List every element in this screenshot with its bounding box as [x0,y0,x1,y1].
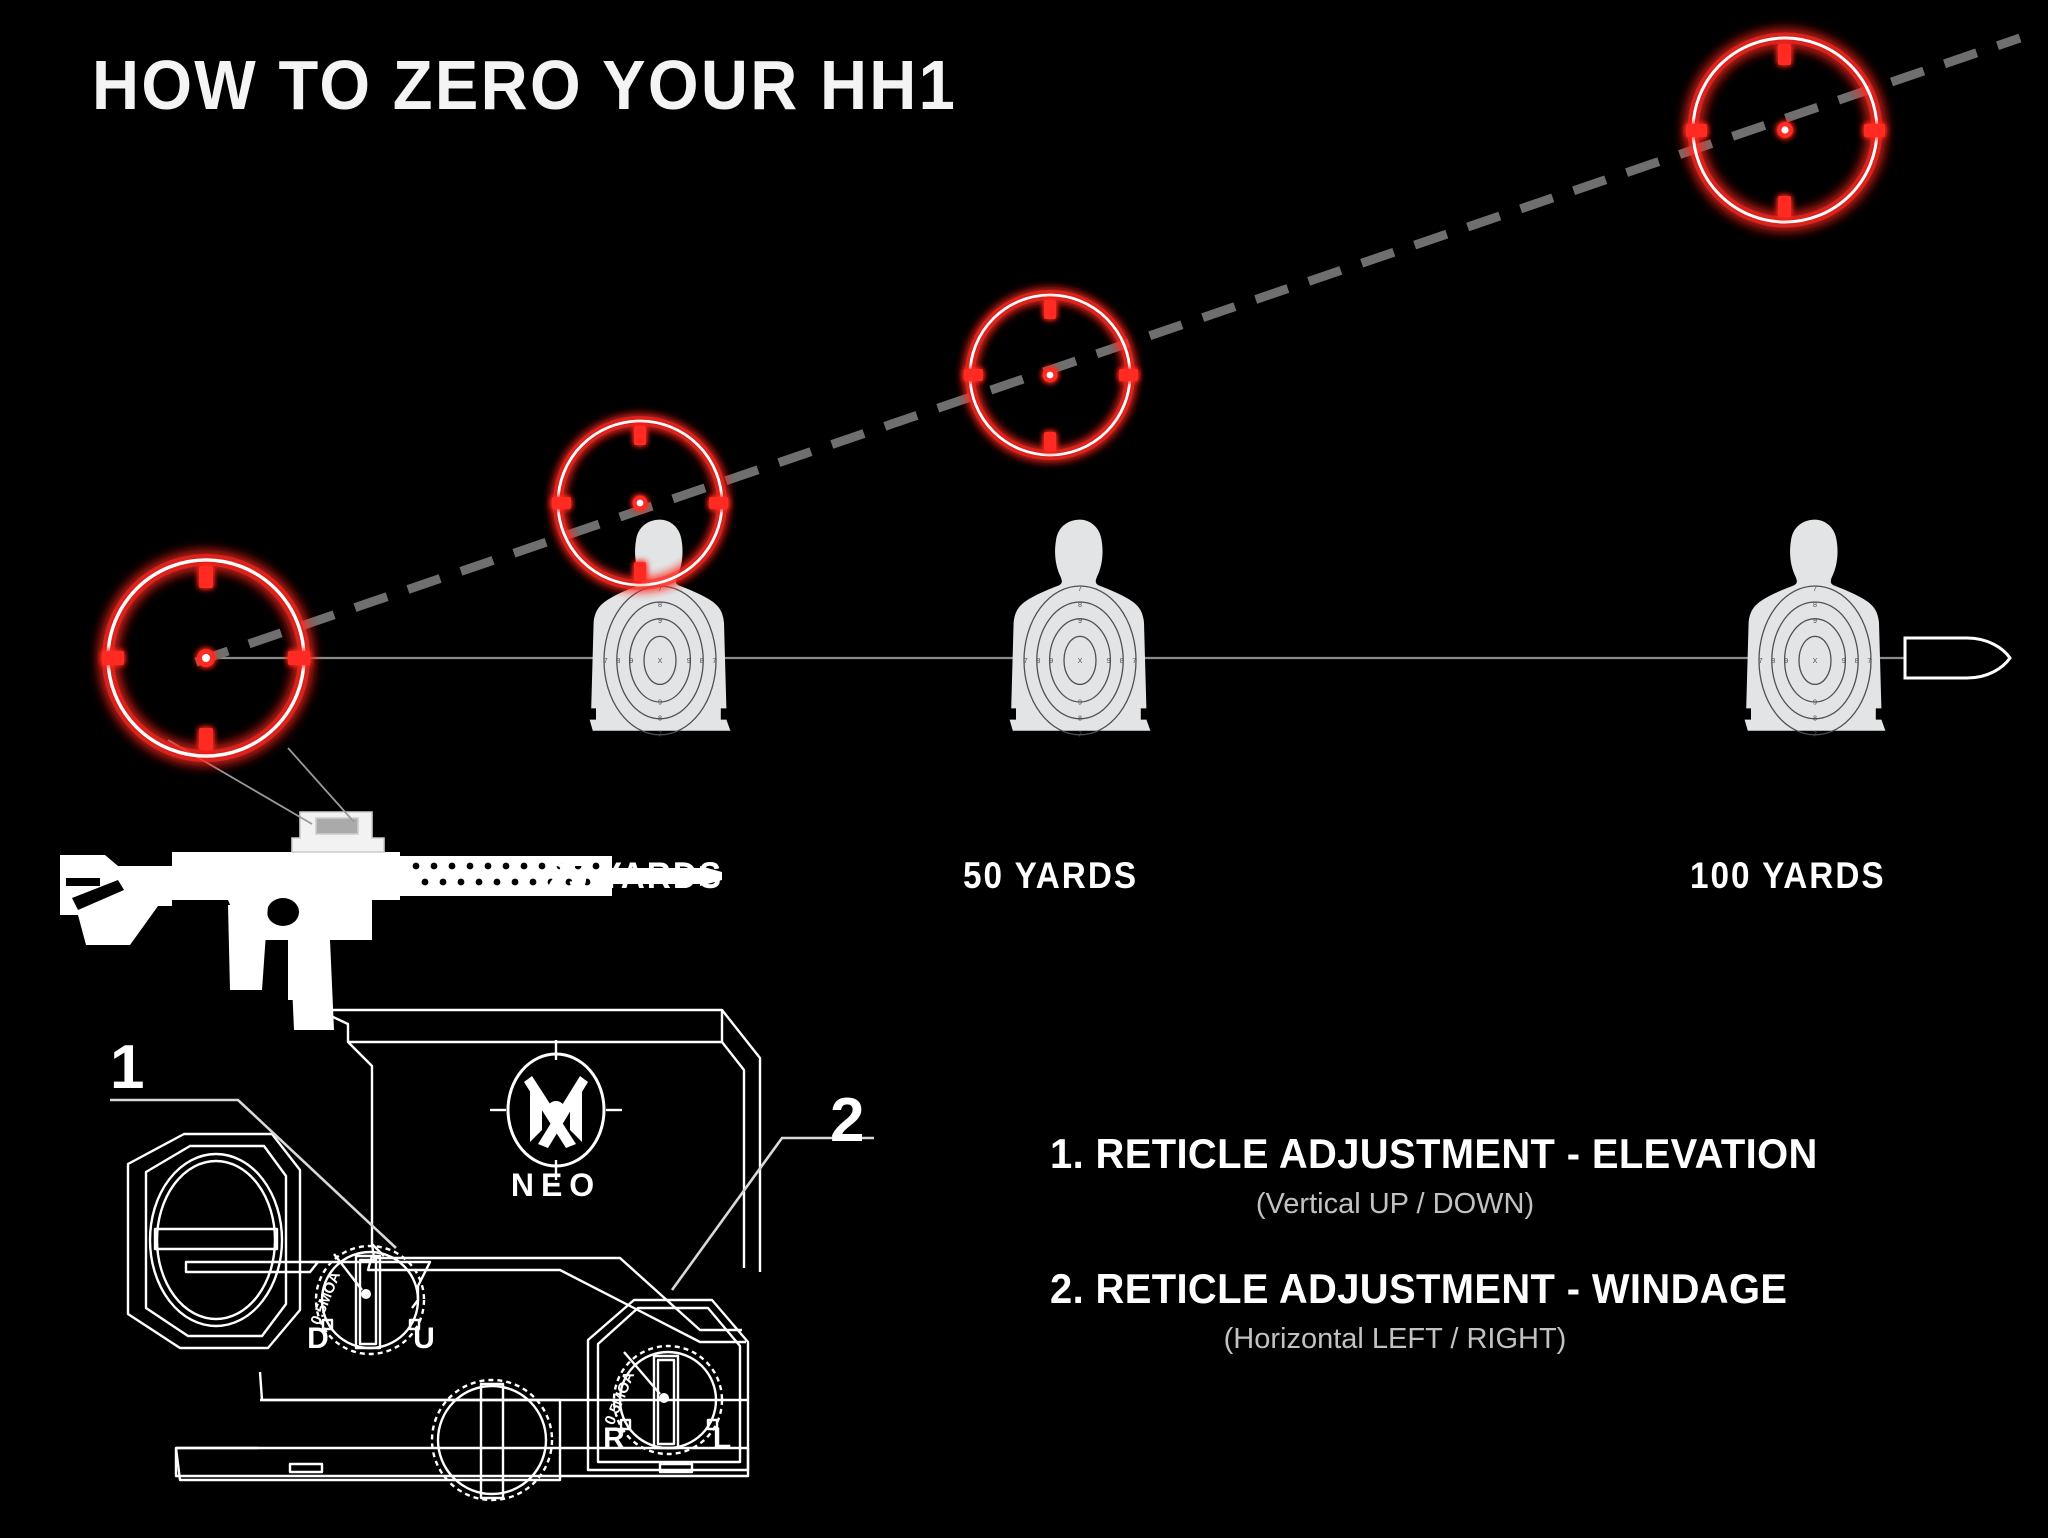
windage-right-mark: R [603,1422,625,1455]
reticle-25-yards [552,416,728,590]
legend-sub-windage: (Horizontal LEFT / RIGHT) [1223,1323,1567,1355]
svg-text:X: X [1813,656,1818,665]
target-50-yards: 7 8 9 X 9 8 7 9 8 7 9 8 7 [1009,519,1151,738]
svg-text:8: 8 [1771,656,1775,665]
svg-text:7: 7 [1132,656,1136,665]
svg-text:8: 8 [1813,713,1817,722]
bullet-icon [1903,636,2012,680]
svg-text:8: 8 [1036,656,1040,665]
optic-mount-rail [174,1448,750,1478]
rifle-illustration [60,811,722,1030]
svg-text:8: 8 [1813,600,1817,609]
svg-text:8: 8 [658,600,662,609]
reticle-50-yards [964,290,1138,460]
svg-text:X: X [1078,656,1083,665]
optic-objective-bezel [126,1132,302,1350]
windage-moa-label: 0.5MOA [601,1369,638,1427]
elevation-turret-plate [184,1260,320,1274]
svg-text:7: 7 [604,656,608,665]
svg-text:7: 7 [658,729,662,738]
svg-text:9: 9 [1784,656,1788,665]
svg-text:7: 7 [658,584,662,593]
svg-text:8: 8 [1120,656,1124,665]
svg-text:9: 9 [1107,656,1111,665]
elevation-turret-dial [310,1244,432,1356]
svg-text:8: 8 [700,656,704,665]
battery-cap-knob [430,1378,554,1502]
svg-text:9: 9 [1078,697,1082,706]
svg-text:7: 7 [1813,584,1817,593]
svg-text:7: 7 [712,656,716,665]
svg-text:9: 9 [1813,697,1817,706]
legend-heading-elevation: 1. RETICLE ADJUSTMENT - ELEVATION [1050,1130,1818,1177]
distance-label-100: 100 YARDS [1690,855,1886,896]
svg-text:7: 7 [1078,729,1082,738]
svg-text:8: 8 [1078,600,1082,609]
svg-text:X: X [658,656,663,665]
callout-2-leader [670,1136,874,1291]
callout-number-2: 2 [830,1086,865,1155]
page-title: HOW TO ZERO YOUR HH1 [92,46,958,124]
windage-left-mark: L [713,1422,731,1455]
optic-zoom-leader-lines [167,739,355,825]
svg-text:9: 9 [1813,616,1817,625]
svg-text:9: 9 [1842,656,1846,665]
legend-item-windage: 2. RETICLE ADJUSTMENT - WINDAGE (Horizon… [1050,1265,2010,1356]
optic-labels: NEO 0.5MOA D U 0.5MOA R L [307,1167,731,1455]
callout-number-1: 1 [110,1033,145,1102]
svg-text:8: 8 [1855,656,1859,665]
svg-text:7: 7 [1759,656,1763,665]
optic-hood-top [316,1008,724,1044]
svg-text:7: 7 [1813,729,1817,738]
optic-lower-body [174,1371,562,1482]
svg-text:9: 9 [687,656,691,665]
optic-body-front-step [370,1243,742,1332]
svg-text:7: 7 [1078,584,1082,593]
svg-text:9: 9 [629,656,633,665]
callout-1-leader [110,1098,397,1249]
bullet-trajectory-line [194,33,2022,667]
distance-label-25: 25 YARDS [548,855,724,896]
mount-screw-left [288,1462,324,1474]
svg-text:9: 9 [1078,616,1082,625]
legend-heading-windage: 2. RETICLE ADJUSTMENT - WINDAGE [1050,1265,1788,1312]
svg-text:9: 9 [658,697,662,706]
mount-screw-right [658,1462,694,1474]
elevation-down-mark: D [307,1322,329,1355]
optic-hood-right-inner [721,1041,746,1268]
svg-text:8: 8 [1078,713,1082,722]
reticle-large [102,554,310,762]
legend-sub-elevation: (Vertical UP / DOWN) [1255,1188,1535,1220]
elevation-up-mark: U [413,1322,435,1355]
reticle-100-yards [1686,32,1885,228]
optic-hood-left-edge [347,1041,385,1257]
neo-logo-icon [490,1040,622,1180]
windage-turret-dial [612,1344,724,1456]
elevation-moa-label: 0.5MOA [307,1269,344,1327]
callout-leader-lines [110,1098,874,1291]
svg-text:9: 9 [1049,656,1053,665]
svg-text:7: 7 [1024,656,1028,665]
windage-turret-housing [586,1298,750,1472]
svg-text:9: 9 [658,616,662,625]
optic-body-front-step2 [366,1255,746,1344]
legend-block: 1. RETICLE ADJUSTMENT - ELEVATION (Verti… [1050,1130,2010,1400]
svg-text:8: 8 [658,713,662,722]
svg-text:7: 7 [1867,656,1871,665]
distance-label-50: 50 YARDS [963,855,1139,896]
target-100-yards: 7 8 9 X 9 8 7 9 8 7 9 8 7 [1744,519,1886,738]
optic-hood-right-edge [721,1009,762,1272]
legend-item-elevation: 1. RETICLE ADJUSTMENT - ELEVATION (Verti… [1050,1130,2010,1221]
svg-text:8: 8 [616,656,620,665]
target-25-yards: 7 8 9 X 9 8 7 9 8 7 9 8 7 [589,519,731,738]
neo-wordmark: NEO [511,1167,601,1203]
